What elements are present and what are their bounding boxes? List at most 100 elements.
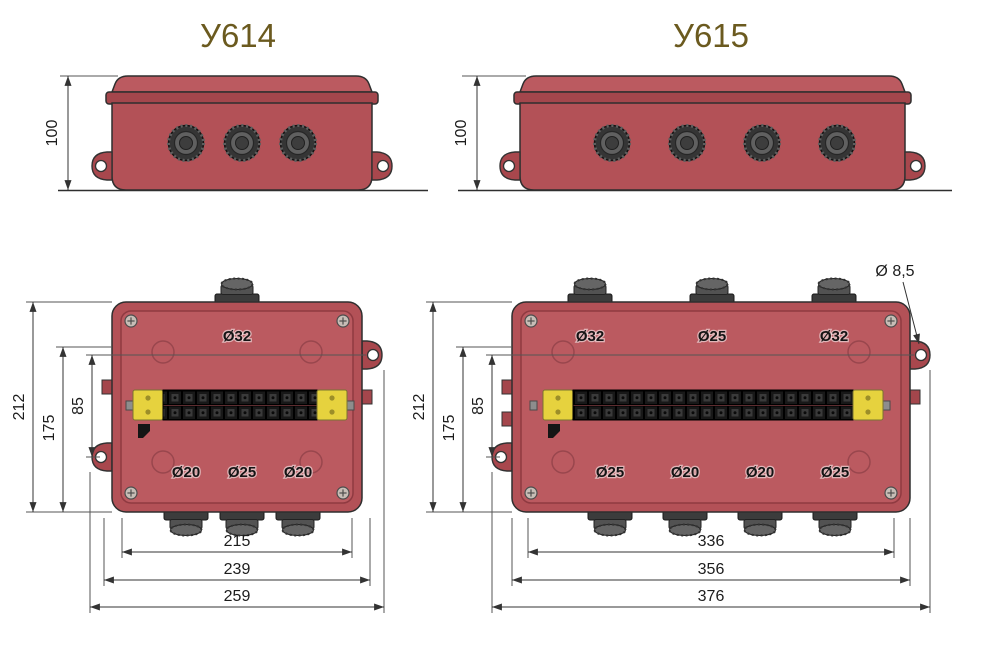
bottom-hole-label: Ø20 (284, 464, 312, 481)
mounting-lug (499, 151, 521, 181)
terminal-blocks (572, 389, 854, 421)
terminal-end-plate (852, 389, 884, 421)
dimension-label: 212 (11, 394, 28, 421)
cable-gland-icon (743, 124, 781, 162)
hinge-tab (101, 379, 113, 395)
dimension-label: 356 (698, 561, 725, 578)
end-plate-screw (329, 395, 335, 401)
leader-line (902, 281, 920, 345)
bottom-hole-label: Ø20 (746, 464, 774, 481)
cable-gland-icon (279, 124, 317, 162)
cable-gland-bottom-icon (163, 509, 209, 537)
din-rail-end (346, 400, 355, 411)
box-lid (518, 75, 907, 93)
cable-gland-top-icon (689, 277, 735, 305)
box-lid (110, 75, 374, 93)
mounting-lug (904, 151, 926, 181)
cable-gland-bottom-icon (737, 509, 783, 537)
corner-screw-icon (524, 486, 538, 500)
dimension-label: 239 (224, 561, 251, 578)
u614-side-view: 100 (44, 75, 428, 192)
u615-vertical-dimensions: 212 175 85 (411, 301, 914, 513)
ground-clamp-mark (548, 424, 560, 438)
corner-screw-icon (124, 486, 138, 500)
dimension-label: 215 (224, 533, 251, 550)
bottom-hole-label: Ø20 (172, 464, 200, 481)
terminal-strip (125, 389, 355, 421)
u614-width-dimensions: 215 239 259 (89, 370, 385, 613)
end-plate-screw (145, 409, 151, 415)
end-plate-screw (329, 409, 335, 415)
dimension-label: 376 (698, 588, 725, 605)
dimension-label: 175 (41, 415, 58, 442)
din-rail-end (125, 400, 134, 411)
corner-screw-icon (524, 314, 538, 328)
cable-gland-top-icon (214, 277, 260, 305)
din-rail-end (529, 400, 538, 411)
bottom-hole-label: Ø20 (671, 464, 699, 481)
corner-screw-icon (336, 314, 350, 328)
top-hole-label: Ø32 (820, 328, 848, 345)
bottom-hole-label: Ø25 (821, 464, 849, 481)
corner-screw-icon (884, 486, 898, 500)
hinge-tab (361, 389, 373, 405)
u614-top-view: Ø32 Ø20 Ø25 Ø20 (91, 277, 383, 537)
dimension-label: 100 (44, 120, 61, 147)
corner-screw-icon (884, 314, 898, 328)
dimension-label: 85 (470, 397, 487, 415)
terminal-end-plate (132, 389, 164, 421)
cable-gland-top-icon (811, 277, 857, 305)
u615-side-view: 100 (453, 75, 952, 192)
cable-gland-bottom-icon (219, 509, 265, 537)
dimension-label: 175 (441, 415, 458, 442)
cable-gland-bottom-icon (812, 509, 858, 537)
u615-title: У615 (673, 17, 749, 54)
corner-screw-icon (124, 314, 138, 328)
box-lid-rim (105, 91, 379, 105)
din-rail-end (882, 400, 891, 411)
u614-vertical-dimensions: 212 175 85 (11, 301, 366, 513)
u615-width-dimensions: 336 356 376 (491, 370, 931, 613)
cable-gland-bottom-icon (275, 509, 321, 537)
hinge-tab (501, 379, 513, 395)
u614-title: У614 (200, 17, 276, 54)
terminal-end-plate (316, 389, 348, 421)
cable-gland-icon (818, 124, 856, 162)
end-plate-screw (865, 409, 871, 415)
dimension-label: 336 (698, 533, 725, 550)
cable-gland-icon (223, 124, 261, 162)
u615-top-view: Ø32 Ø25 Ø32 Ø25 Ø20 Ø20 Ø25 (491, 277, 931, 537)
cable-gland-icon (593, 124, 631, 162)
dimension-label: 212 (411, 394, 428, 421)
lug-hole-diameter-label: Ø 8,5 (875, 263, 914, 280)
u614-height-dimension: 100 (44, 75, 118, 190)
hinge-tab (909, 389, 921, 405)
cable-gland-icon (167, 124, 205, 162)
top-hole-label: Ø32 (223, 328, 251, 345)
ground-clamp-mark (138, 424, 150, 438)
box-lid-rim (513, 91, 912, 105)
cable-gland-bottom-icon (587, 509, 633, 537)
terminal-strip (529, 389, 891, 421)
cable-gland-bottom-icon (662, 509, 708, 537)
dimension-label: 100 (453, 120, 470, 147)
end-plate-screw (865, 395, 871, 401)
cable-gland-top-icon (567, 277, 613, 305)
cable-gland-icon (668, 124, 706, 162)
end-plate-screw (555, 409, 561, 415)
dimension-label: 85 (70, 397, 87, 415)
end-plate-screw (145, 395, 151, 401)
mounting-lug (371, 151, 393, 181)
u615-height-dimension: 100 (453, 75, 526, 190)
bottom-hole-label: Ø25 (596, 464, 624, 481)
mounting-lug (91, 151, 113, 181)
terminal-end-plate (542, 389, 574, 421)
u615-lug-hole-note: Ø 8,5 (875, 263, 920, 345)
terminal-blocks (162, 389, 318, 421)
end-plate-screw (555, 395, 561, 401)
bottom-hole-label: Ø25 (228, 464, 256, 481)
hinge-tab (501, 411, 513, 427)
top-hole-label: Ø25 (698, 328, 726, 345)
